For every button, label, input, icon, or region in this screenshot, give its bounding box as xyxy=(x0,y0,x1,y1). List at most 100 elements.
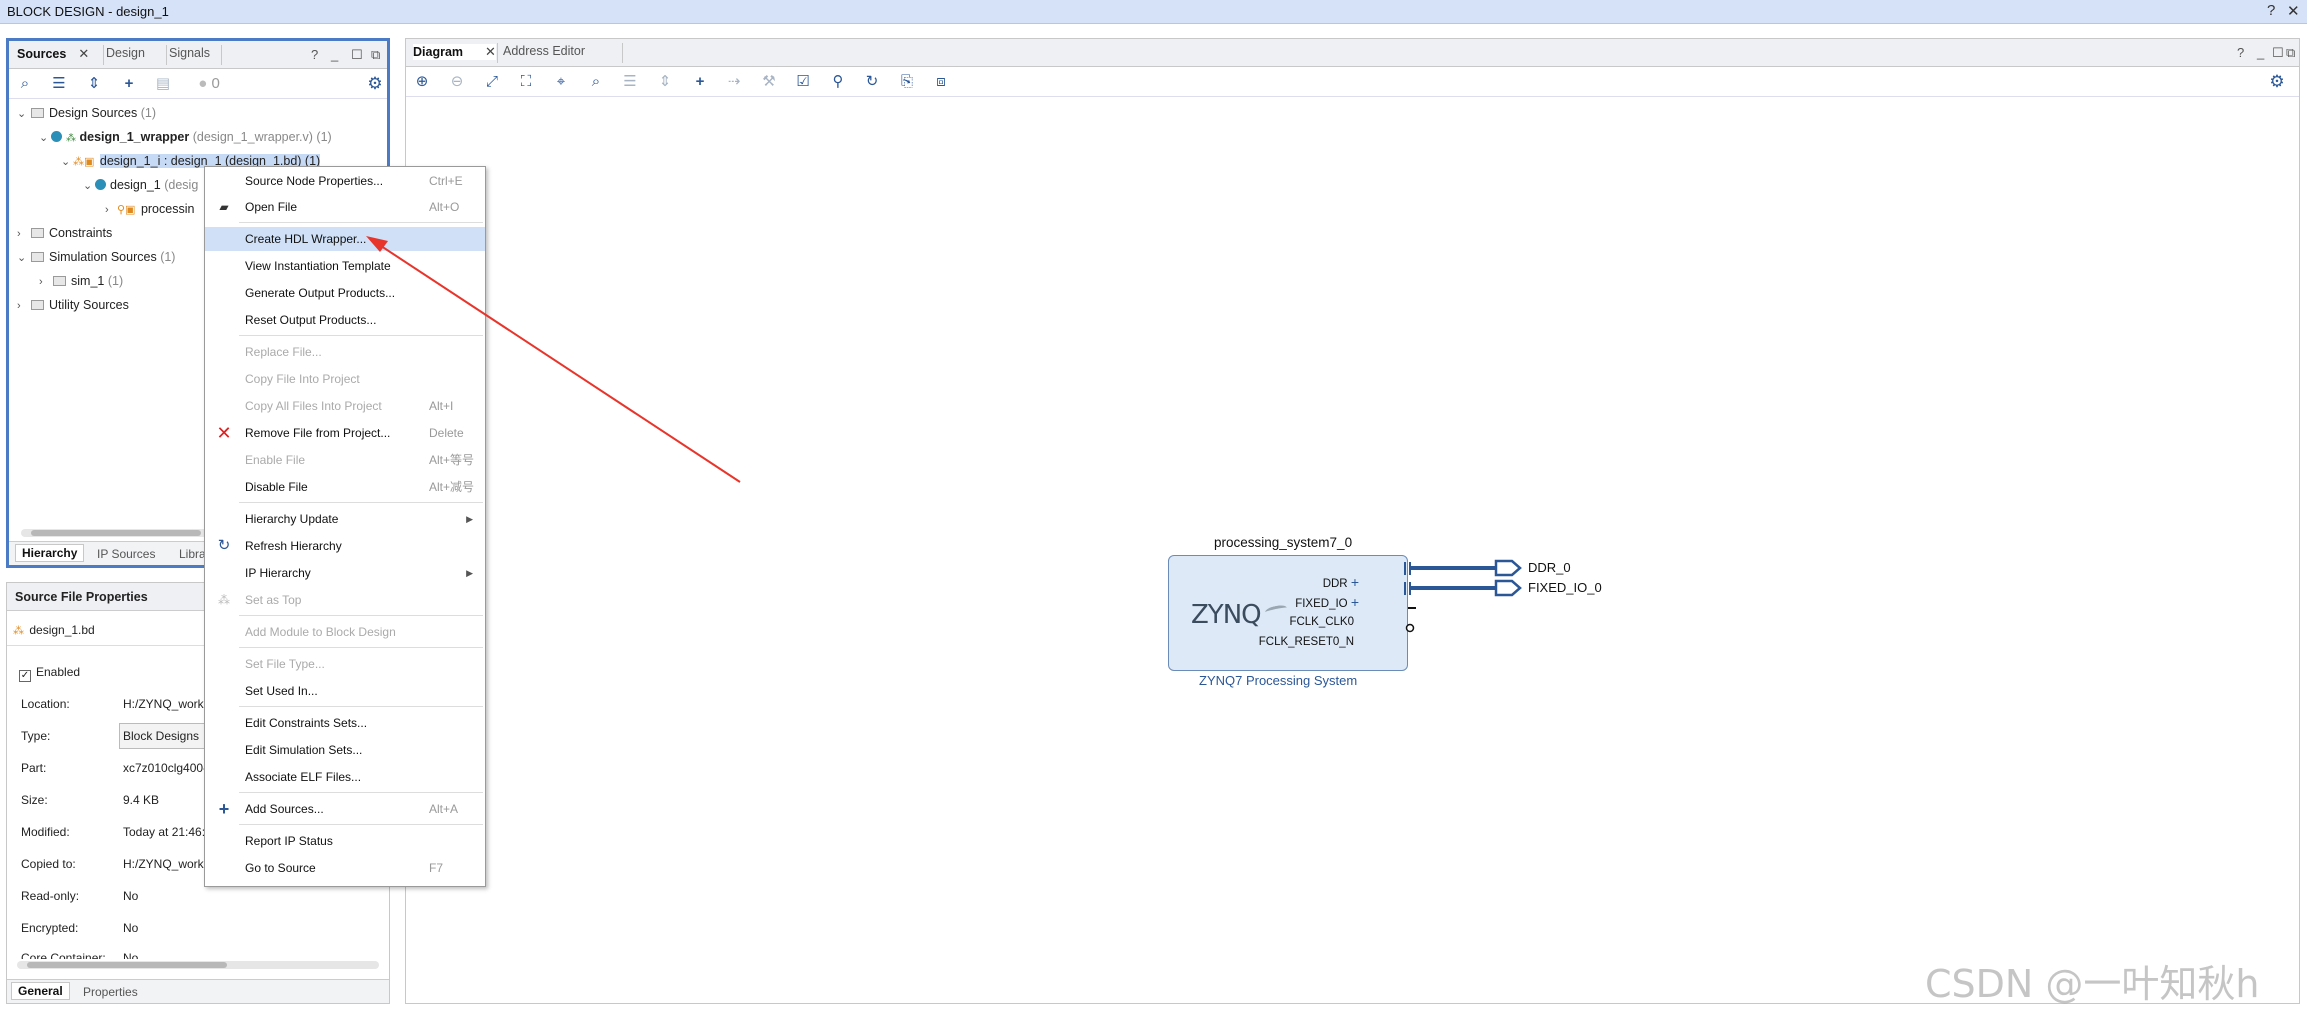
expand-port-icon[interactable]: + xyxy=(1350,594,1359,610)
tab-design[interactable]: Design xyxy=(106,46,145,60)
pin-icon[interactable]: ⚲ xyxy=(832,73,844,90)
chevron-right-icon[interactable]: › xyxy=(105,204,109,216)
port-ddr[interactable]: DDR + xyxy=(1322,574,1359,590)
minimize-icon[interactable]: _ xyxy=(2257,45,2265,60)
menu-item-add-sources[interactable]: +Add Sources...Alt+A xyxy=(205,797,485,821)
close-tab-icon[interactable]: ✕ xyxy=(485,44,496,59)
add-ip-icon[interactable]: + xyxy=(695,73,705,90)
close-tab-icon[interactable]: ✕ xyxy=(78,46,90,61)
tab-signals[interactable]: Signals xyxy=(169,46,210,60)
wrench-icon[interactable]: ⚒ xyxy=(762,73,776,90)
menu-item-set-used-in[interactable]: Set Used In... xyxy=(245,684,318,698)
props-hscrollbar[interactable] xyxy=(17,961,379,969)
add-sources-icon[interactable]: + xyxy=(124,75,134,92)
refresh-icon[interactable]: ↻ xyxy=(865,73,879,90)
menu-item-set-as-top[interactable]: ⁂Set as Top xyxy=(205,588,485,612)
collapse-all-icon[interactable]: ☰ xyxy=(52,75,66,92)
zynq-processing-system-block[interactable]: ZYNQ DDR + FIXED_IO + FCLK_CLK0 FCLK_RES… xyxy=(1168,555,1408,671)
debug-icon[interactable]: ⧈ xyxy=(936,73,946,90)
chevron-right-icon[interactable]: › xyxy=(17,300,21,312)
check-icon[interactable]: ✓ xyxy=(19,670,31,682)
menu-item-remove-file-from-project[interactable]: ✕Remove File from Project...Delete xyxy=(216,423,464,443)
menu-item-generate-output-products[interactable]: Generate Output Products... xyxy=(245,286,396,300)
zoom-fit-icon[interactable]: ⤢ xyxy=(485,73,498,90)
zoom-out-icon[interactable]: ⊖ xyxy=(450,73,464,90)
maximize-icon[interactable]: ☐ xyxy=(351,47,363,62)
tab-ip-sources[interactable]: IP Sources xyxy=(97,547,156,561)
minimize-icon[interactable]: _ xyxy=(331,47,339,62)
enabled-checkbox[interactable]: ✓Enabled xyxy=(19,665,81,682)
menu-item-refresh-hierarchy[interactable]: ↻Refresh Hierarchy xyxy=(205,534,485,558)
tree-item-design-1-i[interactable]: ⌄⁂▣ design_1_i : design_1 (design_1.bd) … xyxy=(61,151,321,171)
port-fclk-clk0[interactable]: FCLK_CLK0 xyxy=(1289,616,1354,628)
expand-all-icon[interactable]: ⇕ xyxy=(87,75,101,92)
port-fclk-reset0-n[interactable]: FCLK_RESET0_N xyxy=(1258,636,1354,648)
gear-icon[interactable]: ⚙ xyxy=(367,74,383,93)
search-icon[interactable]: ⌕ xyxy=(591,73,601,90)
tree-item-constraints[interactable]: ›Constraints xyxy=(17,223,112,243)
tree-item-processing[interactable]: ›⚲▣ processin xyxy=(105,199,194,219)
tab-hierarchy[interactable]: Hierarchy xyxy=(15,544,85,562)
tab-diagram[interactable]: Diagram✕ xyxy=(413,44,496,60)
diagram-canvas[interactable]: processing_system7_0 ZYNQ DDR + FIXED_IO… xyxy=(406,99,2299,1003)
tree-item-simulation-sources[interactable]: ⌄Simulation Sources (1) xyxy=(17,247,175,267)
tab-properties[interactable]: Properties xyxy=(83,985,138,999)
regenerate-layout-icon[interactable]: ⎘ xyxy=(900,73,913,90)
menu-item-add-module-to-block-design[interactable]: Add Module to Block Design xyxy=(245,625,396,639)
gear-icon[interactable]: ⚙ xyxy=(2269,72,2285,91)
menu-item-source-node-properties[interactable]: Source Node Properties...Ctrl+E xyxy=(245,174,463,188)
chevron-down-icon[interactable]: ⌄ xyxy=(17,252,27,264)
tab-address-editor[interactable]: Address Editor xyxy=(503,44,585,58)
chevron-down-icon[interactable]: ⌄ xyxy=(17,108,27,120)
scroll-thumb[interactable] xyxy=(31,530,201,536)
zoom-area-icon[interactable]: ⛶ xyxy=(520,73,532,90)
help-icon[interactable]: ? xyxy=(2267,2,2276,19)
validate-design-icon[interactable]: ☑ xyxy=(796,73,810,90)
search-icon[interactable]: ⌕ xyxy=(20,75,30,92)
scroll-thumb[interactable] xyxy=(27,962,227,968)
tree-item-design-sources[interactable]: ⌄Design Sources (1) xyxy=(17,103,156,123)
menu-item-set-file-type[interactable]: Set File Type... xyxy=(245,657,325,671)
external-port-fixed-io-0[interactable]: FIXED_IO_0 xyxy=(1528,580,1602,595)
menu-item-report-ip-status[interactable]: Report IP Status xyxy=(245,834,333,848)
collapse-all-icon[interactable]: ☰ xyxy=(623,73,637,90)
port-fixed-io[interactable]: FIXED_IO + xyxy=(1295,594,1359,610)
make-connection-icon[interactable]: ⇢ xyxy=(727,73,741,90)
chevron-down-icon[interactable]: ⌄ xyxy=(39,132,49,144)
chevron-down-icon[interactable]: ⌄ xyxy=(83,180,93,192)
expand-all-icon[interactable]: ⇕ xyxy=(658,73,672,90)
maximize-icon[interactable]: ☐ xyxy=(2272,45,2284,60)
tab-sources[interactable]: Sources✕ xyxy=(17,46,90,61)
zoom-in-icon[interactable]: ⊕ xyxy=(415,73,429,90)
tree-item-sim-1[interactable]: ›sim_1 (1) xyxy=(39,271,123,291)
tab-libraries[interactable]: Libra xyxy=(179,547,206,561)
menu-item-edit-simulation-sets[interactable]: Edit Simulation Sets... xyxy=(245,743,363,757)
menu-item-reset-output-products[interactable]: Reset Output Products... xyxy=(245,313,377,327)
help-icon[interactable]: ? xyxy=(311,47,319,62)
tree-item-utility-sources[interactable]: ›Utility Sources xyxy=(17,295,129,315)
menu-item-replace-file[interactable]: Replace File... xyxy=(245,345,322,359)
menu-item-hierarchy-update[interactable]: Hierarchy Update▶ xyxy=(205,507,485,531)
tree-hscrollbar[interactable] xyxy=(21,529,211,537)
close-icon[interactable]: ✕ xyxy=(2287,3,2300,20)
expand-port-icon[interactable]: + xyxy=(1350,574,1359,590)
float-icon[interactable]: ⧉ xyxy=(2286,45,2296,60)
menu-item-copy-file-into-project[interactable]: Copy File Into Project xyxy=(245,372,360,386)
menu-item-ip-hierarchy[interactable]: IP Hierarchy▶ xyxy=(205,561,485,585)
chevron-down-icon[interactable]: ⌄ xyxy=(61,156,71,168)
menu-item-edit-constraints-sets[interactable]: Edit Constraints Sets... xyxy=(245,716,368,730)
help-icon[interactable]: ? xyxy=(2237,45,2245,60)
properties-icon[interactable]: ▤ xyxy=(155,75,171,92)
tab-general[interactable]: General xyxy=(11,982,70,1000)
menu-item-view-instantiation-template[interactable]: View Instantiation Template xyxy=(245,259,391,273)
menu-item-create-hdl-wrapper[interactable]: Create HDL Wrapper... xyxy=(205,227,485,251)
menu-item-associate-elf-files[interactable]: Associate ELF Files... xyxy=(245,770,362,784)
chevron-right-icon[interactable]: › xyxy=(17,228,21,240)
select-area-icon[interactable]: ⌖ xyxy=(556,73,566,90)
float-icon[interactable]: ⧉ xyxy=(371,47,381,62)
tree-item-design-1[interactable]: ⌄design_1 (desig xyxy=(83,175,198,195)
